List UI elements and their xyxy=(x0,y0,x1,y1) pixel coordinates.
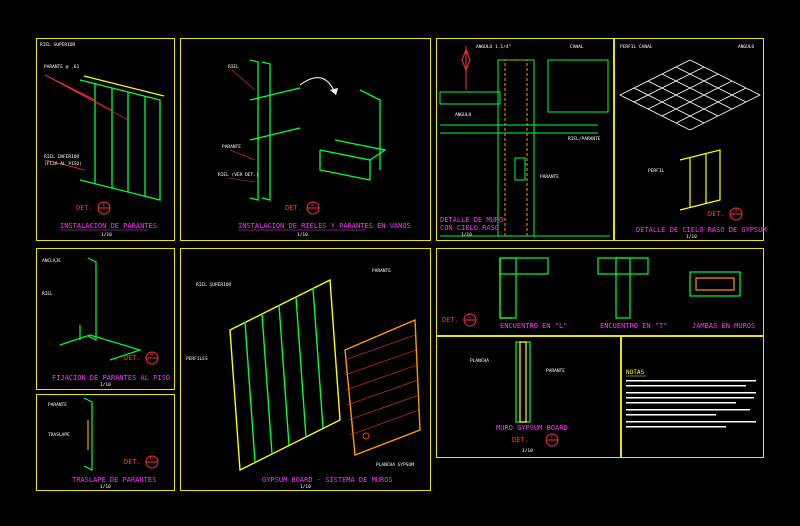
svg-text:ANGULO: ANGULO xyxy=(455,112,472,118)
det-num-5: 5 xyxy=(468,314,471,320)
title-cielo-raso: DETALLE DE CIELO RASO DE GYPSUM xyxy=(636,226,767,234)
cielo-raso-drawing xyxy=(619,59,761,131)
vanos-drawing xyxy=(249,59,387,201)
svg-text:RIEL/PARANTE: RIEL/PARANTE xyxy=(568,136,601,142)
svg-text:RIEL INFERIOR: RIEL INFERIOR xyxy=(44,154,80,160)
svg-text:RIEL SUPERIOR: RIEL SUPERIOR xyxy=(196,282,232,288)
det-num-1: 1 xyxy=(102,202,105,208)
panel-instalacion-vanos xyxy=(180,38,431,241)
det-num-7: 7 xyxy=(550,434,553,440)
svg-text:RIEL: RIEL xyxy=(228,64,239,70)
det-num-4: 4 xyxy=(150,352,153,358)
panel-instalacion-parantes xyxy=(36,38,175,241)
fijacion-piso-drawing xyxy=(59,257,142,361)
svg-text:PLANCHA: PLANCHA xyxy=(470,358,489,364)
traslape-drawing xyxy=(83,397,93,471)
encuentros-drawing xyxy=(499,257,741,319)
gypsum-sistema-drawing xyxy=(229,278,421,472)
svg-text:PARANTE @ .61: PARANTE @ .61 xyxy=(44,64,80,70)
muro-gypsum-drawing xyxy=(515,341,531,423)
svg-text:PARANTE: PARANTE xyxy=(372,268,391,274)
det-num-2: 2 xyxy=(311,202,314,208)
svg-text:CANAL: CANAL xyxy=(570,44,584,50)
panel-notas xyxy=(621,336,764,458)
svg-text:RIEL (VER DET.): RIEL (VER DET.) xyxy=(218,172,259,178)
title-jambas: JAMBAS EN MUROS xyxy=(692,322,755,330)
det-num-6: 6 xyxy=(150,456,153,462)
panel-cielo-raso-gypsum xyxy=(614,38,764,241)
scale-8: 1/10 xyxy=(100,484,111,490)
title-gypsum-sistema: GYPSUM BOARD - SISTEMA DE MUROS xyxy=(262,476,393,484)
svg-text:(FIJA AL PISO): (FIJA AL PISO) xyxy=(44,161,82,167)
det-label-2: DET. xyxy=(285,204,302,212)
det-label-6: DET. xyxy=(124,458,141,466)
notes-text-lines xyxy=(626,380,756,428)
title-fijacion-piso: FIJACION DE PARANTES AL PISO xyxy=(52,374,170,382)
svg-text:ANGULO: ANGULO xyxy=(738,44,755,50)
scale-2: 1/10 xyxy=(297,232,308,238)
title-muro-gypsum: MURO GYPSUM BOARD xyxy=(496,424,568,432)
panel-muro-cielo-raso xyxy=(436,38,614,241)
panel-fijacion-piso xyxy=(36,248,175,390)
panel-encuentros xyxy=(436,248,764,336)
svg-text:PERFIL CANAL: PERFIL CANAL xyxy=(620,44,653,50)
scale-5: 1/10 xyxy=(100,382,111,388)
svg-text:PERFIL: PERFIL xyxy=(648,168,665,174)
svg-text:TRASLAPE: TRASLAPE xyxy=(48,432,70,438)
scale-3: 1/10 xyxy=(461,232,472,238)
det-label-7: DET. xyxy=(512,436,529,444)
det-label-5: DET. xyxy=(442,316,459,324)
svg-text:RIEL SUPERIOR: RIEL SUPERIOR xyxy=(40,42,76,48)
svg-text:PARANTE: PARANTE xyxy=(222,144,241,150)
svg-text:RIEL: RIEL xyxy=(42,291,53,297)
svg-text:PARANTE: PARANTE xyxy=(546,368,565,374)
svg-text:PARANTE: PARANTE xyxy=(540,174,559,180)
det-num-3: 3 xyxy=(734,208,737,214)
svg-text:ANCLAJE: ANCLAJE xyxy=(42,258,61,264)
title-muro-cielo: DETALLE DE MURO xyxy=(440,216,503,224)
title-encuentro-l: ENCUENTRO EN "L" xyxy=(500,322,567,330)
title-instalacion-parantes: INSTALACION DE PARANTES xyxy=(60,222,157,230)
det-label-3: DET. xyxy=(708,210,725,218)
panel-traslape xyxy=(36,394,175,491)
det-label-4: DET. xyxy=(124,354,141,362)
scale-1: 1/10 xyxy=(101,232,112,238)
title-traslape: TRASLAPE DE PARANTES xyxy=(72,476,156,484)
scale-9: 1/10 xyxy=(522,448,533,454)
svg-text:PERFILES: PERFILES xyxy=(186,356,208,362)
title-muro-cielo-2: CON CIELO RASO xyxy=(440,224,499,232)
svg-text:PARANTE: PARANTE xyxy=(48,402,67,408)
panel-muro-gypsum xyxy=(436,336,621,458)
title-instalacion-vanos: INSTALACION DE RIELES Y PARANTES EN VANO… xyxy=(238,222,411,230)
det-label-1: DET. xyxy=(76,204,93,212)
notes-heading: NOTAS xyxy=(626,369,644,376)
svg-text:ANGULO 1.1/4": ANGULO 1.1/4" xyxy=(476,44,511,50)
svg-text:PLANCHA GYPSUM: PLANCHA GYPSUM xyxy=(376,462,414,468)
parantes-frame-drawing xyxy=(79,75,165,201)
panel-gypsum-sistema xyxy=(180,248,431,491)
scale-6: 1/10 xyxy=(300,484,311,490)
muro-cielo-drawing xyxy=(439,46,610,237)
scale-4: 1/10 xyxy=(686,234,697,240)
title-encuentro-t: ENCUENTRO EN "T" xyxy=(600,322,667,330)
